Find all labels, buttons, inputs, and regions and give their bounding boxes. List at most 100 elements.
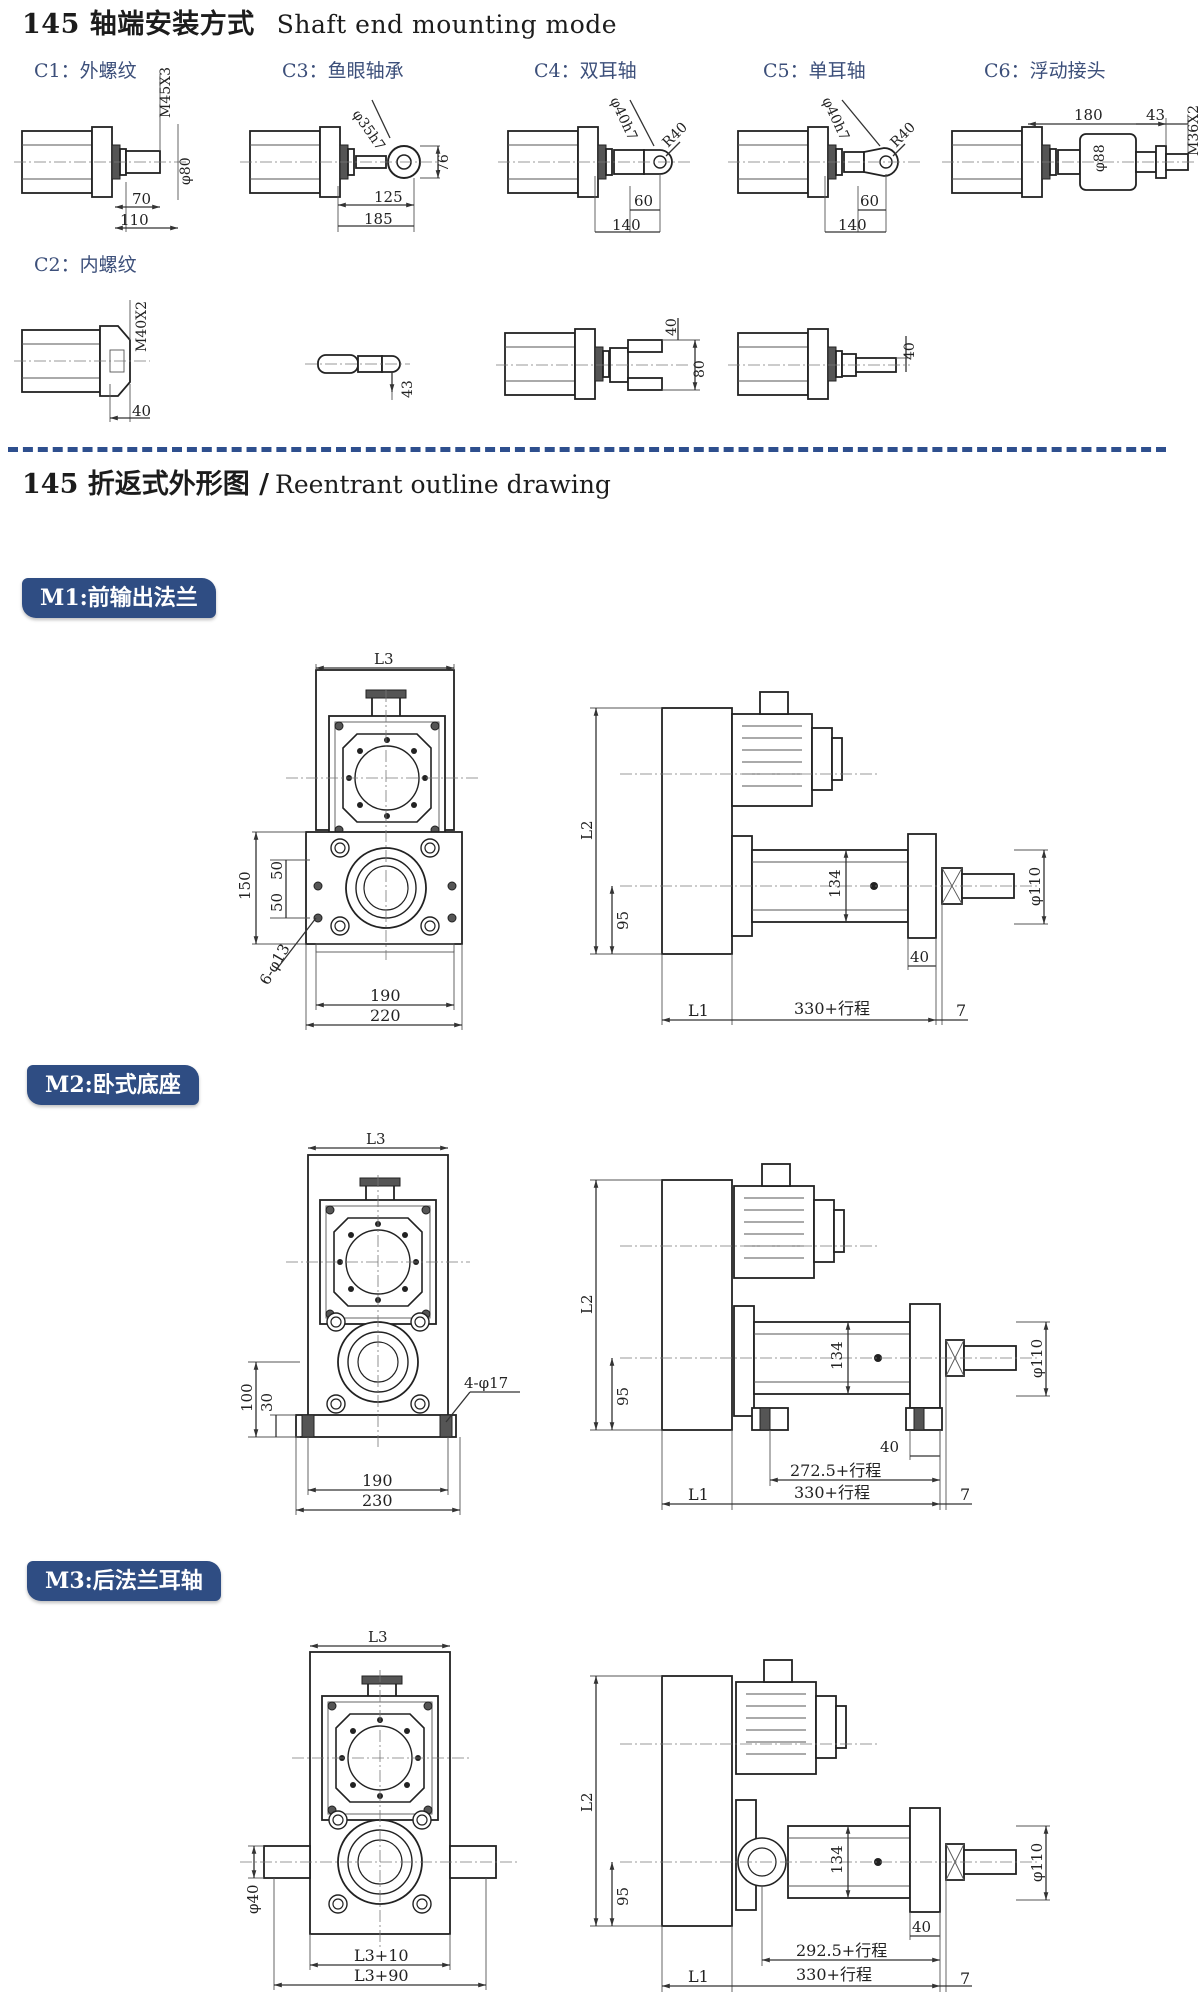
dim-holes: 4-φ17 bbox=[464, 1374, 508, 1392]
dim-190: 190 bbox=[370, 986, 401, 1005]
dim-40: 40 bbox=[912, 1918, 931, 1936]
dim-230: 230 bbox=[362, 1491, 393, 1510]
dim-l2: L2 bbox=[578, 1792, 596, 1812]
dim-100: 100 bbox=[238, 1383, 256, 1412]
dim-180: 180 bbox=[1074, 106, 1103, 124]
m2-side-view: L2 95 134 φ110 40 272.5+行程 L1 330+行程 7 bbox=[578, 1163, 1050, 1510]
dim-l3-90: L3+90 bbox=[354, 1966, 409, 1985]
label-c1: C1：外螺纹 bbox=[34, 60, 137, 82]
m1-front-view: L3 150 50 50 6-φ13 190 220 bbox=[236, 650, 480, 1030]
dim-185: 185 bbox=[364, 210, 393, 228]
diagram-single-ear: 40 bbox=[728, 328, 918, 400]
dim-40: 40 bbox=[902, 342, 918, 360]
dim-stroke2: 330+行程 bbox=[794, 1483, 870, 1502]
dim-110: 110 bbox=[120, 211, 149, 229]
badge-m3: M3:后法兰耳轴 bbox=[27, 1561, 221, 1601]
dim-7: 7 bbox=[960, 1485, 970, 1504]
dim-140: 140 bbox=[838, 216, 867, 234]
title-en: Reentrant outline drawing bbox=[275, 470, 611, 499]
dim-thread: M40X2 bbox=[134, 301, 150, 352]
dim-43: 43 bbox=[400, 380, 416, 398]
diagram-c1: M45X3 φ80 70 110 bbox=[14, 67, 194, 232]
dim-dia110: φ110 bbox=[1028, 1339, 1046, 1378]
dim-l1: L1 bbox=[688, 1967, 709, 1986]
dim-70: 70 bbox=[132, 190, 151, 208]
section-title-outline: 145 折返式外形图 /Reentrant outline drawing bbox=[22, 462, 611, 501]
badge-m2: M2:卧式底座 bbox=[27, 1065, 199, 1105]
label-c5: C5：单耳轴 bbox=[763, 60, 866, 82]
dim-l1: L1 bbox=[688, 1485, 709, 1504]
section-divider bbox=[8, 447, 1166, 452]
dim-r: R40 bbox=[888, 119, 919, 150]
diagram-rod-end: 43 bbox=[305, 354, 416, 400]
dim-dia: φ35h7 bbox=[349, 107, 388, 153]
section-title-mounting: 145 轴端安装方式 Shaft end mounting mode bbox=[22, 2, 617, 41]
dim-thread: M36X2 bbox=[1186, 105, 1200, 156]
dim-80: 80 bbox=[692, 360, 708, 378]
label-c3: C3：鱼眼轴承 bbox=[282, 60, 404, 82]
dim-r: R40 bbox=[660, 119, 691, 150]
dim-134: 134 bbox=[828, 1845, 846, 1874]
dim-dia110: φ110 bbox=[1026, 867, 1044, 906]
dim-43: 43 bbox=[1146, 106, 1165, 124]
dim-40: 40 bbox=[132, 402, 151, 420]
dim-l3: L3 bbox=[368, 1628, 388, 1646]
m1-side-view: L2 95 134 φ110 40 L1 330+行程 7 bbox=[578, 691, 1048, 1025]
diagram-c2: M40X2 40 bbox=[14, 300, 151, 422]
dim-50a: 50 bbox=[268, 861, 286, 880]
m3-side-view: L2 95 134 φ110 40 292.5+行程 L1 330+行程 7 bbox=[578, 1659, 1050, 1992]
title-en: Shaft end mounting mode bbox=[276, 10, 618, 39]
dim-125: 125 bbox=[374, 188, 403, 206]
dim-l3-10: L3+10 bbox=[354, 1946, 409, 1965]
diagram-clevis: 40 80 bbox=[496, 318, 708, 400]
dim-76: 76 bbox=[436, 154, 452, 172]
dim-40: 40 bbox=[910, 948, 929, 966]
dim-stroke2: 330+行程 bbox=[796, 1965, 872, 1984]
dim-dia: φ80 bbox=[178, 157, 194, 185]
dim-134: 134 bbox=[828, 1341, 846, 1370]
dim-134: 134 bbox=[826, 869, 844, 898]
diagram-c4: φ40h7 R40 60 140 bbox=[498, 95, 691, 234]
dim-l2: L2 bbox=[578, 1294, 596, 1314]
dim-50b: 50 bbox=[268, 893, 286, 912]
dim-30: 30 bbox=[258, 1393, 276, 1412]
title-cn: 145 轴端安装方式 bbox=[22, 9, 255, 40]
title-cn: 145 折返式外形图 / bbox=[22, 469, 270, 500]
label-c4: C4：双耳轴 bbox=[534, 60, 637, 82]
dim-150: 150 bbox=[236, 871, 254, 900]
dim-stroke1: 272.5+行程 bbox=[790, 1461, 881, 1480]
dim-thread: M45X3 bbox=[158, 67, 174, 118]
dim-7: 7 bbox=[956, 1001, 966, 1020]
dim-60: 60 bbox=[860, 192, 879, 210]
dim-40: 40 bbox=[664, 318, 680, 336]
dim-dia110: φ110 bbox=[1028, 1843, 1046, 1882]
diagram-c6: 180 43 M36X2 φ88 bbox=[942, 105, 1200, 198]
badge-m1: M1:前输出法兰 bbox=[22, 578, 216, 618]
dim-190: 190 bbox=[362, 1471, 393, 1490]
dim-220: 220 bbox=[370, 1006, 401, 1025]
label-c2: C2：内螺纹 bbox=[34, 254, 137, 276]
dim-dia: φ40h7 bbox=[606, 95, 640, 143]
dim-60: 60 bbox=[634, 192, 653, 210]
dim-l2: L2 bbox=[578, 820, 596, 840]
diagram-c3: φ35h7 76 125 185 bbox=[240, 99, 452, 232]
dim-95: 95 bbox=[614, 1887, 632, 1906]
dim-95: 95 bbox=[614, 1387, 632, 1406]
m2-front-view: L3 100 30 4-φ17 190 230 bbox=[238, 1130, 520, 1515]
dim-95: 95 bbox=[614, 911, 632, 930]
dim-40: 40 bbox=[880, 1438, 899, 1456]
dim-stroke1: 292.5+行程 bbox=[796, 1941, 887, 1960]
label-c6: C6：浮动接头 bbox=[984, 60, 1106, 82]
dim-l1: L1 bbox=[688, 1001, 709, 1020]
m3-front-view: L3 φ40 L3+10 L3+90 bbox=[240, 1628, 520, 1990]
dim-dia40: φ40 bbox=[244, 1884, 262, 1914]
dim-stroke: 330+行程 bbox=[794, 999, 870, 1018]
dim-l3: L3 bbox=[374, 650, 394, 668]
dim-l3: L3 bbox=[366, 1130, 386, 1148]
dim-dia: φ88 bbox=[1092, 144, 1108, 172]
dim-holes: 6-φ13 bbox=[256, 941, 294, 988]
dim-7: 7 bbox=[960, 1969, 970, 1988]
diagram-c5: φ40h7 R40 60 140 bbox=[728, 95, 920, 234]
